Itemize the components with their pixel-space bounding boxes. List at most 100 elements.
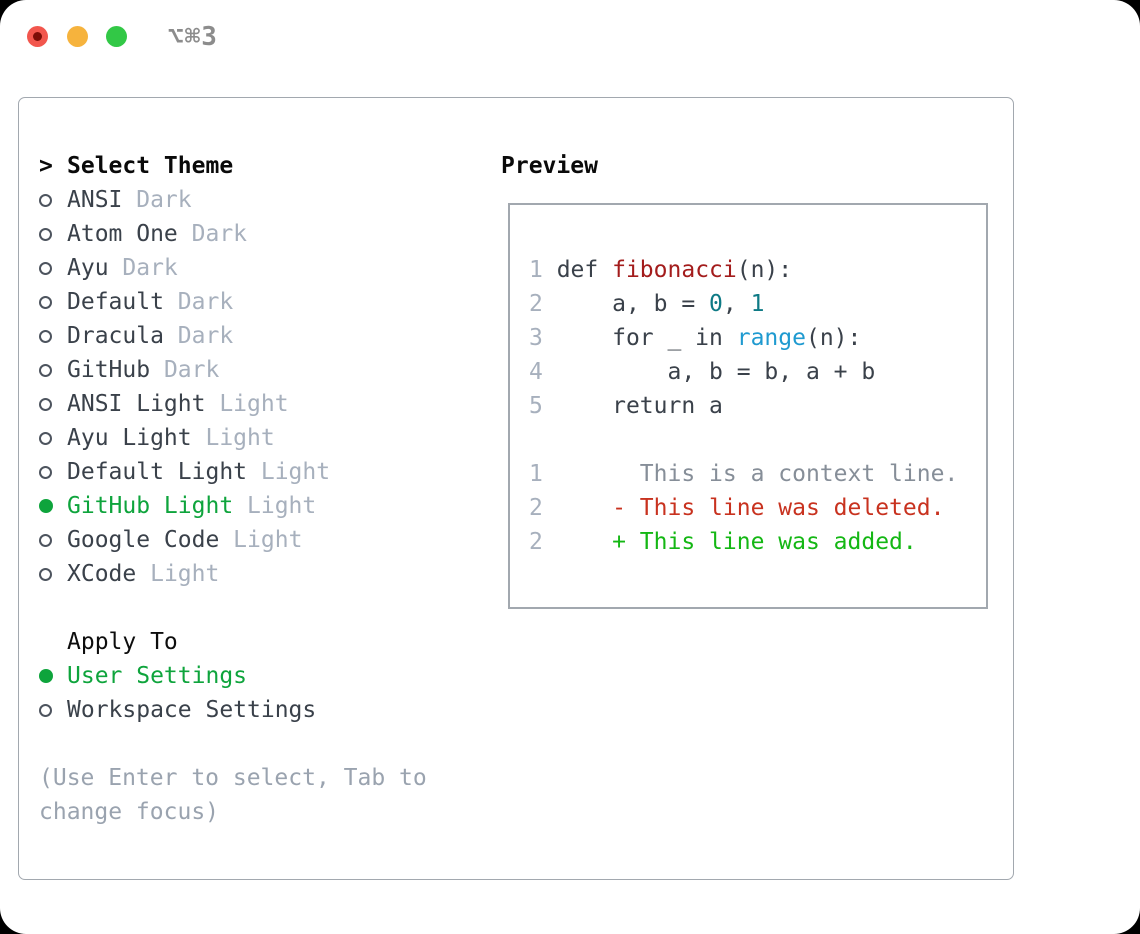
code-line: 2 + This line was added.: [529, 525, 958, 559]
code-token: This is a context line.: [542, 461, 959, 487]
code-token: for _ in: [542, 325, 737, 351]
theme-variant-tag: Dark: [150, 357, 220, 383]
code-token: fibonacci: [612, 257, 737, 283]
select-theme-title: Select Theme: [67, 153, 234, 179]
radio-icon: [39, 363, 67, 377]
code-line: 1 def fibonacci(n):: [529, 253, 958, 287]
code-token: range: [736, 325, 806, 351]
theme-option-ayu-light[interactable]: Ayu Light Light: [39, 421, 499, 455]
theme-option-xcode[interactable]: XCode Light: [39, 557, 499, 591]
code-line: 5 return a: [529, 389, 958, 423]
close-button[interactable]: [27, 26, 48, 47]
theme-variant-tag: Light: [247, 459, 331, 485]
code-token: def: [542, 257, 613, 283]
code-line: [529, 423, 958, 457]
radio-selected-icon: [39, 499, 67, 513]
code-token: 2: [529, 291, 543, 317]
radio-icon: [39, 703, 67, 717]
code-token: 1: [750, 291, 765, 317]
radio-icon: [39, 227, 67, 241]
theme-option-ansi[interactable]: ANSI Dark: [39, 183, 499, 217]
radio-icon: [39, 465, 67, 479]
theme-variant-tag: Dark: [122, 187, 192, 213]
prompt-cursor-icon: >: [39, 153, 53, 179]
option-label: GitHub: [67, 357, 151, 383]
radio-icon: [39, 397, 67, 411]
theme-option-dracula[interactable]: Dracula Dark: [39, 319, 499, 353]
window-title: ⌥⌘3: [168, 22, 218, 52]
theme-option-ansi-light[interactable]: ANSI Light Light: [39, 387, 499, 421]
radio-selected-icon: [39, 669, 67, 683]
option-label: User Settings: [67, 663, 248, 689]
code-line: 1 This is a context line.: [529, 457, 958, 491]
code-token: 3: [529, 325, 543, 351]
option-label: ANSI Light: [67, 391, 206, 417]
theme-variant-tag: Dark: [163, 323, 234, 349]
theme-option-default-light[interactable]: Default Light Light: [39, 455, 499, 489]
radio-icon: [39, 193, 67, 207]
theme-option-default[interactable]: Default Dark: [39, 285, 499, 319]
option-label: GitHub Light: [67, 493, 234, 519]
option-label: Google Code: [67, 527, 220, 553]
minimize-button[interactable]: [67, 26, 88, 47]
code-token: 2: [529, 529, 543, 555]
radio-icon: [39, 431, 67, 445]
code-token: ,: [722, 291, 751, 317]
code-line: 2 a, b = 0, 1: [529, 287, 958, 321]
option-label: Dracula: [67, 323, 164, 349]
theme-variant-tag: Light: [191, 425, 275, 451]
code-token: (n):: [805, 325, 862, 351]
theme-option-google-code[interactable]: Google Code Light: [39, 523, 499, 557]
theme-variant-tag: Light: [233, 493, 317, 519]
option-label: Workspace Settings: [67, 697, 317, 723]
option-label: Ayu Light: [67, 425, 192, 451]
code-token: 1: [529, 257, 543, 283]
theme-option-github-light[interactable]: GitHub Light Light: [39, 489, 499, 523]
code-token: 1: [529, 461, 543, 487]
code-line: 2 - This line was deleted.: [529, 491, 958, 525]
close-dot-icon: [33, 32, 42, 41]
code-token: 0: [709, 291, 723, 317]
theme-variant-tag: Dark: [177, 221, 248, 247]
spacer-row: [39, 727, 499, 761]
code-line: 3 for _ in range(n):: [529, 321, 958, 355]
apply-option-workspace-settings[interactable]: Workspace Settings: [39, 693, 499, 727]
radio-icon: [39, 533, 67, 547]
maximize-button[interactable]: [106, 26, 127, 47]
preview-title: Preview: [501, 153, 598, 179]
help-text-line-2: change focus): [39, 799, 220, 825]
apply-to-title: Apply To: [67, 629, 178, 655]
apply-option-user-settings[interactable]: User Settings: [39, 659, 499, 693]
theme-variant-tag: Light: [205, 391, 289, 417]
option-label: Ayu: [67, 255, 109, 281]
theme-option-atom-one[interactable]: Atom One Dark: [39, 217, 499, 251]
code-token: 5: [529, 393, 543, 419]
theme-variant-tag: Light: [136, 561, 220, 587]
option-label: Default: [67, 289, 164, 315]
code-token: 4: [529, 359, 543, 385]
theme-option-ayu[interactable]: Ayu Dark: [39, 251, 499, 285]
option-label: ANSI: [67, 187, 123, 213]
code-token: a, b =: [542, 291, 710, 317]
code-line: 4 a, b = b, a + b: [529, 355, 958, 389]
radio-icon: [39, 261, 67, 275]
radio-icon: [39, 329, 67, 343]
help-text-line-1: (Use Enter to select, Tab to: [39, 765, 427, 791]
option-label: Atom One: [67, 221, 178, 247]
code-token: + This line was added.: [542, 529, 917, 555]
code-token: (n):: [736, 257, 793, 283]
code-token: return a: [542, 393, 723, 419]
option-label: XCode: [67, 561, 137, 587]
theme-option-github[interactable]: GitHub Dark: [39, 353, 499, 387]
code-token: a, b = b, a + b: [542, 359, 876, 385]
apply-to-header-row: Apply To: [39, 625, 499, 659]
theme-variant-tag: Dark: [108, 255, 178, 281]
radio-icon: [39, 567, 67, 581]
code-token: 2: [529, 495, 543, 521]
